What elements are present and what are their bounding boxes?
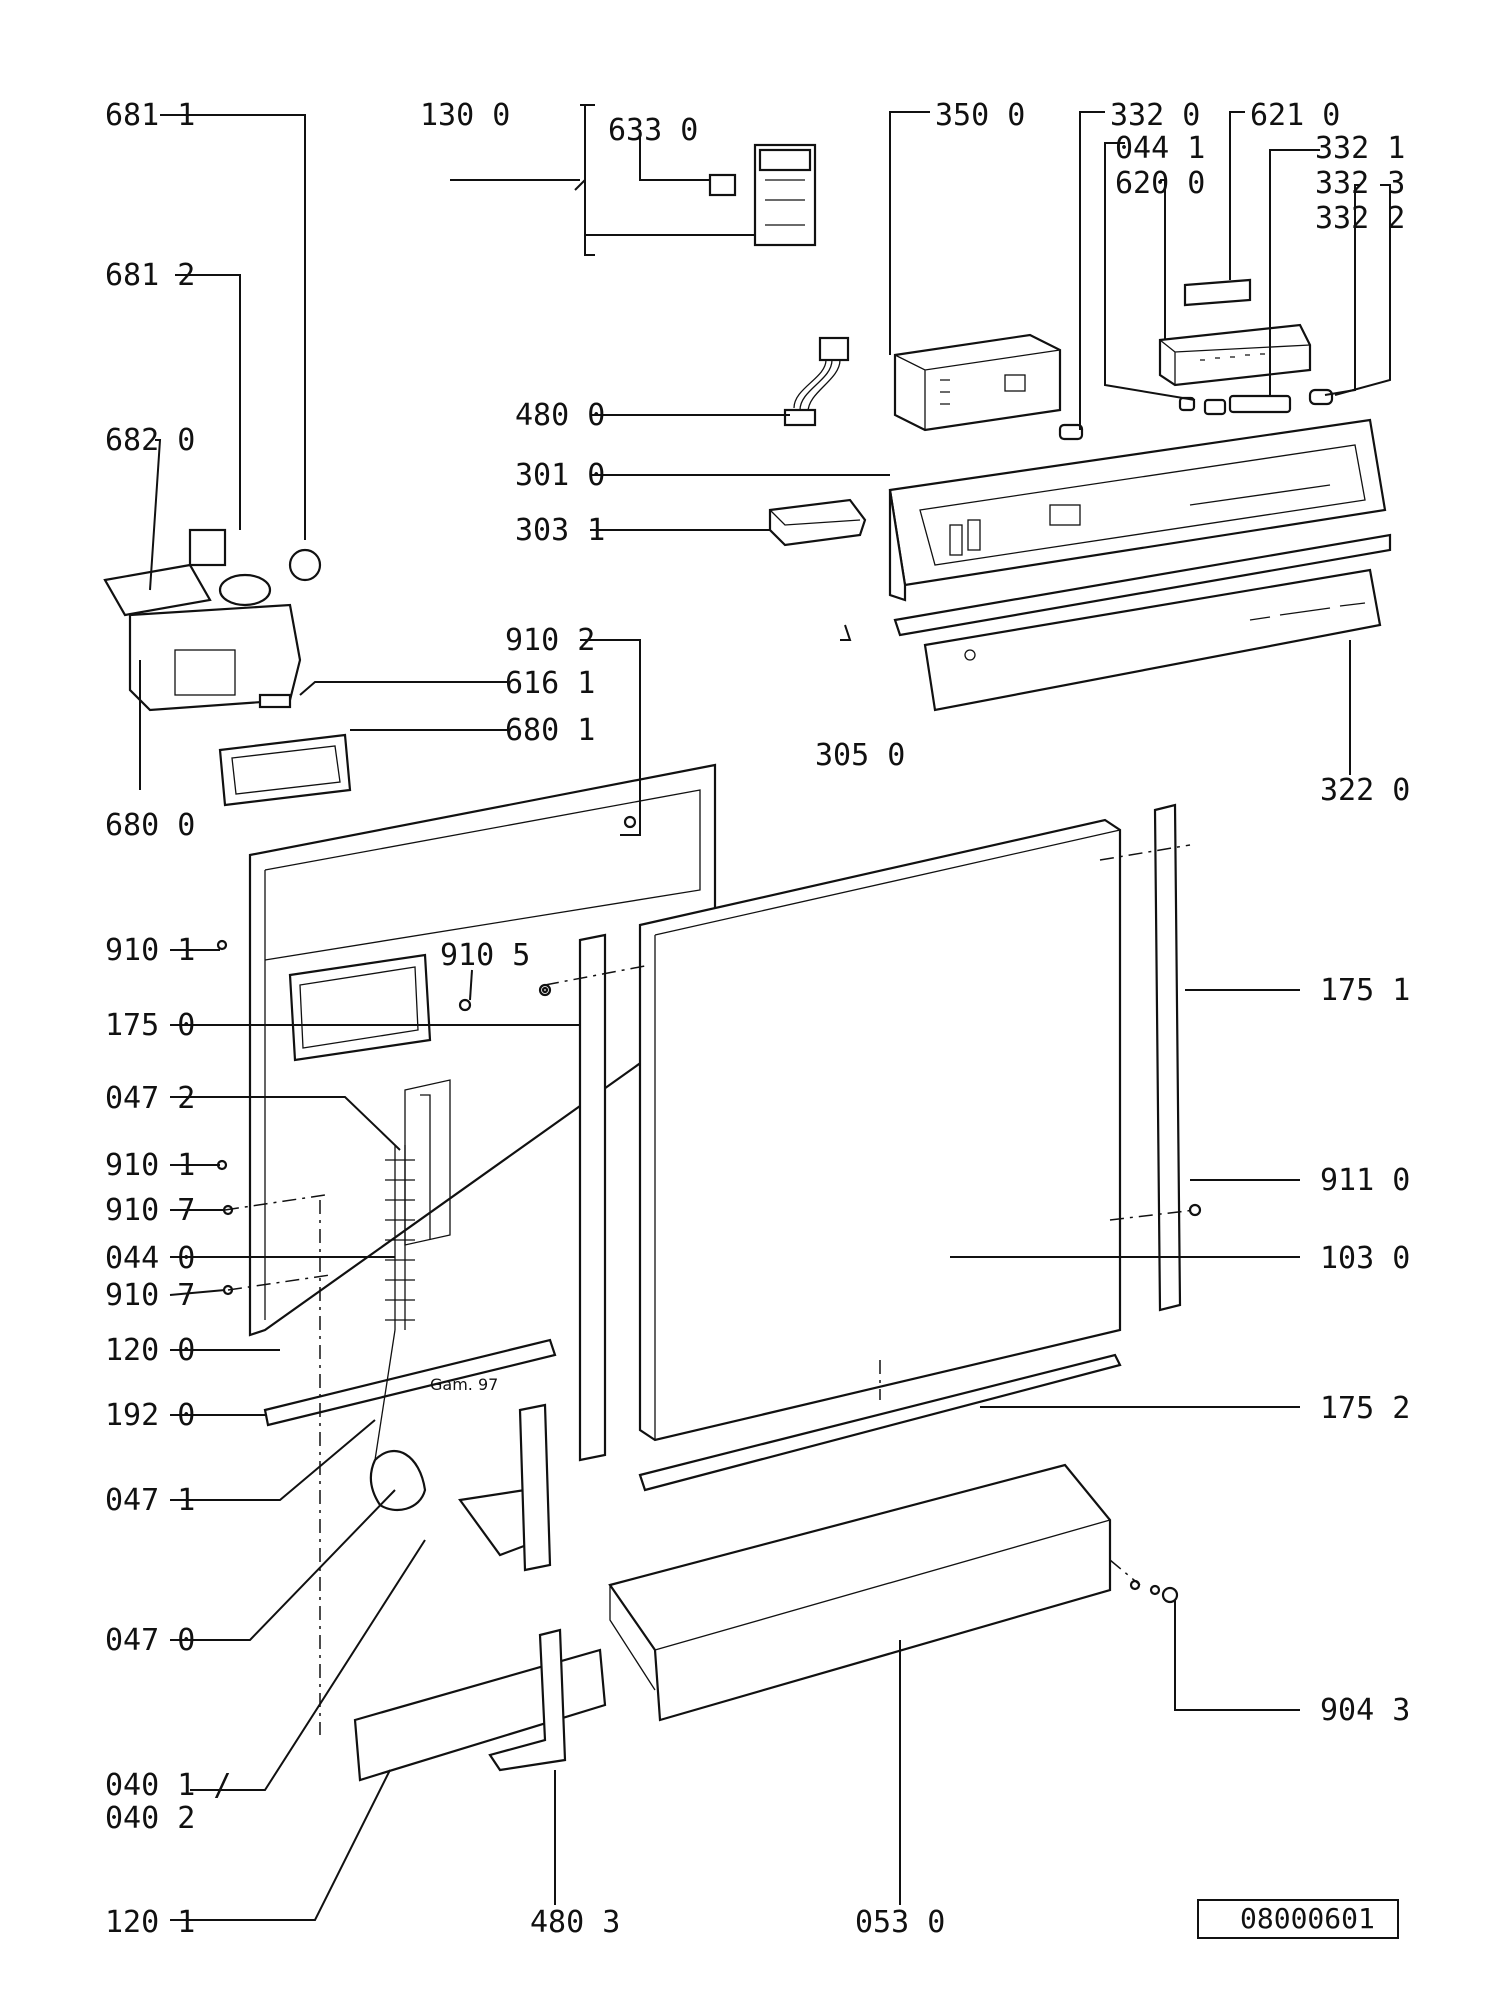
callout-480-0: 480 0: [515, 398, 605, 433]
seal-strip-part: [263, 1338, 557, 1427]
callout-910-1-mid: 910 1: [105, 1148, 195, 1183]
callout-680-0: 680 0: [105, 808, 195, 843]
callout-044-1: 044 1: [1115, 131, 1205, 166]
callout-301-0: 301 0: [515, 458, 605, 493]
bottom-strip-part: [638, 1353, 1122, 1492]
callout-911-0: 911 0: [1320, 1163, 1410, 1198]
callout-120-0: 120 0: [105, 1333, 195, 1368]
callout-620-0: 620 0: [1115, 166, 1205, 201]
callout-044-0: 044 0: [105, 1241, 195, 1276]
callout-103-0: 103 0: [1320, 1241, 1410, 1276]
kick-plate-part: [608, 1463, 1112, 1722]
callout-480-3: 480 3: [530, 1905, 620, 1940]
callout-910-7-top: 910 7: [105, 1193, 195, 1228]
selector-board-part: [1158, 278, 1312, 387]
door-switch-part: [708, 143, 817, 247]
callout-621-0: 621 0: [1250, 98, 1340, 133]
foot-bracket-part: [488, 1628, 567, 1772]
control-panel-part: [888, 418, 1387, 602]
callout-305-0: 305 0: [815, 738, 905, 773]
side-strip-left-part: [578, 933, 607, 1462]
callout-350-0: 350 0: [935, 98, 1025, 133]
callout-175-0: 175 0: [105, 1008, 195, 1043]
trim-strip-part: [893, 533, 1392, 637]
callout-910-1-top: 910 1: [105, 933, 195, 968]
callout-175-1: 175 1: [1320, 973, 1410, 1008]
callout-682-0: 682 0: [105, 423, 195, 458]
callout-910-7-bottom: 910 7: [105, 1278, 195, 1313]
dispenser-gasket-part: [218, 733, 352, 807]
stamp-text: Gam. 97: [430, 1375, 498, 1394]
callout-040-2: 040 2: [105, 1801, 195, 1836]
callout-332-2: 332 2: [1315, 201, 1405, 236]
leader-lines: [139, 104, 1391, 1921]
callout-175-2: 175 2: [1320, 1391, 1410, 1426]
callout-904-3: 904 3: [1320, 1693, 1410, 1728]
callout-192-0: 192 0: [105, 1398, 195, 1433]
callout-047-1: 047 1: [105, 1483, 195, 1518]
drawing-code: 08000601: [1240, 1902, 1375, 1935]
callout-053-0: 053 0: [855, 1905, 945, 1940]
side-strip-right-part: [1153, 803, 1182, 1312]
dispenser-clip-part: [258, 693, 292, 709]
callout-120-1: 120 1: [105, 1905, 195, 1940]
small-screws: [216, 815, 1202, 1296]
fascia-part: [923, 568, 1382, 712]
detergent-dispenser-part: [103, 528, 322, 712]
callout-047-0: 047 0: [105, 1623, 195, 1658]
drawing-code-box: 08000601: [1197, 1899, 1399, 1939]
callout-332-0: 332 0: [1110, 98, 1200, 133]
callout-910-5: 910 5: [440, 938, 530, 973]
wire-harness-part: [783, 336, 850, 427]
door-spring-part: [374, 1145, 415, 1461]
callout-130-0: 130 0: [420, 98, 510, 133]
callout-047-2: 047 2: [105, 1081, 195, 1116]
callout-labels: 681 1 130 0 633 0 350 0 332 0 621 0 044 …: [105, 98, 1410, 1940]
door-panel-part: [638, 818, 1122, 1442]
callout-681-2: 681 2: [105, 258, 195, 293]
callout-681-1: 681 1: [105, 98, 195, 133]
callout-040-1: 040 1 /: [105, 1768, 231, 1803]
callout-616-1: 616 1: [505, 666, 595, 701]
callout-332-1: 332 1: [1315, 131, 1405, 166]
control-board-part: [893, 333, 1062, 432]
callout-322-0: 322 0: [1320, 773, 1410, 808]
inner-door-part: [248, 763, 717, 1337]
callout-633-0: 633 0: [608, 113, 698, 148]
lower-plate-part: [353, 1648, 607, 1782]
callout-910-2: 910 2: [505, 623, 595, 658]
callout-303-1: 303 1: [515, 513, 605, 548]
hinge-part: [369, 1403, 552, 1572]
handle-part: [768, 498, 867, 547]
callout-332-3: 332 3: [1315, 166, 1405, 201]
callout-680-1: 680 1: [505, 713, 595, 748]
